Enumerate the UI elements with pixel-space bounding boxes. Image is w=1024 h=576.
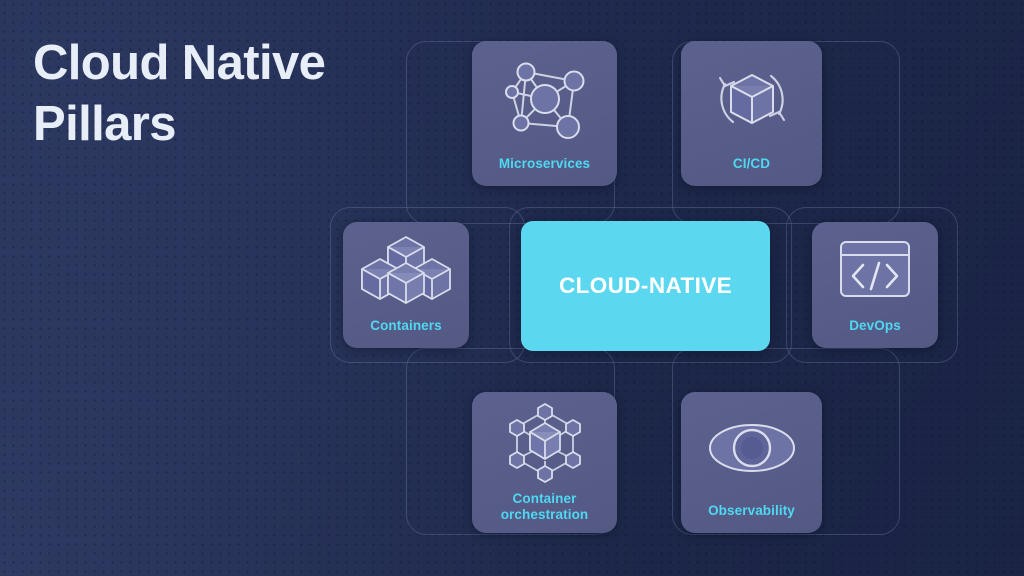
cloud-native-hub[interactable]: CLOUD-NATIVE <box>521 221 770 351</box>
pillar-label-line-2: orchestration <box>500 507 589 523</box>
pillar-card-observability[interactable]: Observability <box>681 392 822 533</box>
page-title: Cloud Native Pillars <box>33 33 453 155</box>
pillar-label-devops: DevOps <box>849 318 901 334</box>
pillar-label-microservices: Microservices <box>498 156 591 172</box>
code-window-icon <box>812 222 938 318</box>
network-graph-icon <box>472 41 617 156</box>
pillar-label-cicd: CI/CD <box>732 156 771 172</box>
pillar-card-microservices[interactable]: Microservices <box>472 41 617 186</box>
stacked-cubes-icon <box>343 222 469 318</box>
pillar-label-line-1: Container <box>512 491 577 507</box>
hub-connector-frame <box>509 207 792 363</box>
page-title-line-1: Cloud Native <box>33 36 326 90</box>
eye-icon <box>681 392 822 503</box>
pillar-card-devops[interactable]: DevOps <box>812 222 938 348</box>
cube-refresh-cycle-icon <box>681 41 822 156</box>
pillar-card-containers[interactable]: Containers <box>343 222 469 348</box>
pillar-label-containers: Containers <box>370 318 442 334</box>
pillar-card-cicd[interactable]: CI/CD <box>681 41 822 186</box>
page-title-line-2: Pillars <box>33 96 177 151</box>
hexagon-lattice-cube-icon <box>472 392 617 491</box>
pillar-label-container-orchestration: Container orchestration <box>495 491 595 533</box>
pillar-label-observability: Observability <box>708 503 795 519</box>
pillar-card-container-orchestration[interactable]: Container orchestration <box>472 392 617 533</box>
hub-label: CLOUD-NATIVE <box>558 273 733 298</box>
